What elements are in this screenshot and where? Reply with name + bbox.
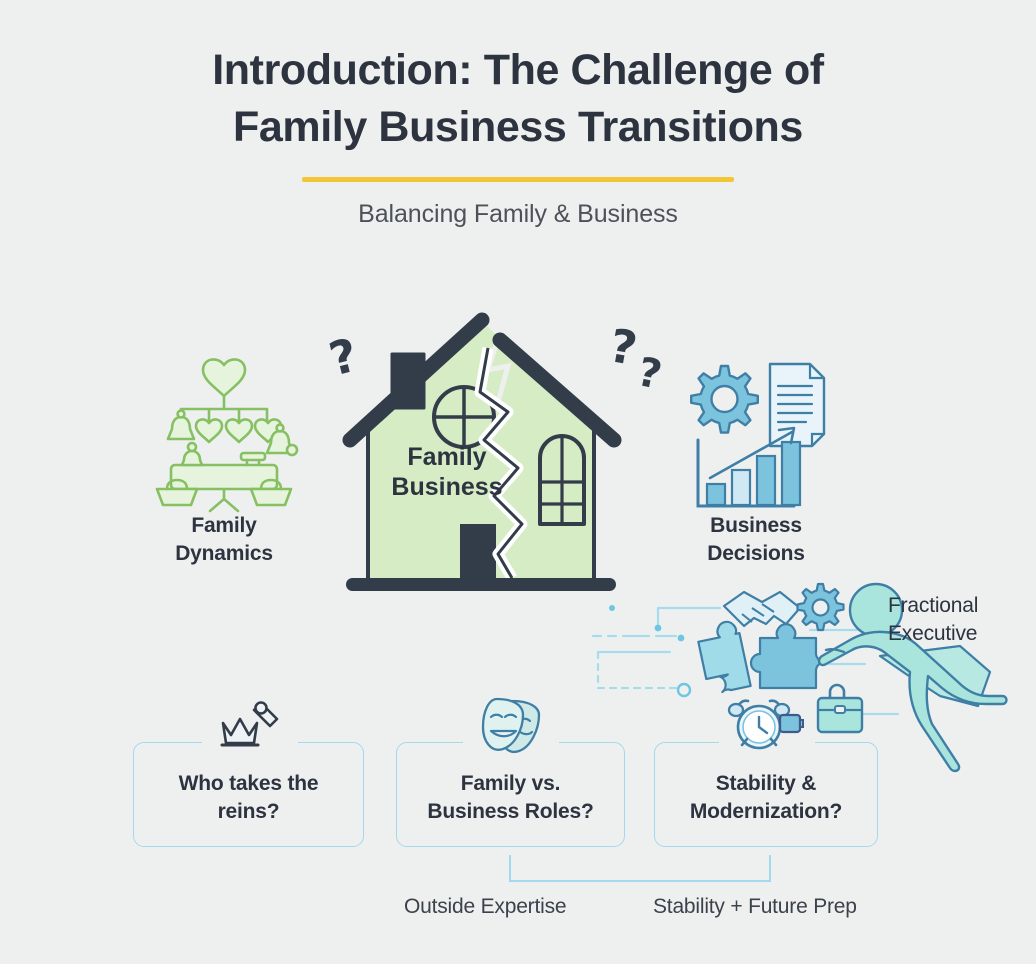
fractional-label-line-1: Fractional <box>888 594 979 617</box>
question-box-label: Who takes the reins? <box>169 770 329 825</box>
question-box-label-line-2: Business Roles? <box>427 799 594 823</box>
question-box-label-line-1: Family vs. <box>460 771 561 795</box>
question-box-label-line-2: Modernization? <box>689 799 843 823</box>
superhero-figure-icon <box>817 582 1008 773</box>
pillar-label-line-2: Dynamics <box>175 541 273 565</box>
page-title-line-2: Family Business Transitions <box>233 103 803 152</box>
page-title-line-1: Introduction: The Challenge of <box>212 46 824 94</box>
pillar-family-dynamics-label: Family Dynamics <box>124 512 324 568</box>
footer-caption-outside-expertise: Outside Expertise <box>404 895 567 918</box>
family-tree-hearts-table-icon <box>124 352 324 513</box>
gear-document-bar-chart-icon <box>656 352 856 512</box>
handshake-icon <box>722 590 802 628</box>
question-box-succession[interactable]: Who takes the reins? <box>133 701 364 847</box>
question-box-modernization[interactable]: Stability & Modernization? <box>654 699 878 847</box>
cracked-house-illustration: ? ? ? <box>312 292 668 598</box>
page-subtitle: Balancing Family & Business <box>358 200 678 229</box>
fractional-executive-illustration: Fractional Executive <box>588 578 1036 773</box>
alarm-clock-battery-icon <box>727 699 804 753</box>
fractional-label-line-2: Executive <box>888 622 978 646</box>
footer-connector-bracket <box>380 855 920 895</box>
question-box-label: Stability & Modernization? <box>680 770 852 825</box>
pillar-label-line-2: Decisions <box>707 541 805 565</box>
footer-caption-stability-future-prep: Stability + Future Prep <box>653 895 857 918</box>
question-box-label-line-1: Stability & <box>715 771 817 795</box>
briefcase-icon <box>816 683 864 734</box>
document-icon <box>768 362 826 448</box>
puzzle-piece-icon <box>749 623 827 690</box>
gear-icon <box>690 364 759 434</box>
page-title: Introduction: The Challenge of Family Bu… <box>0 42 1036 156</box>
title-accent-rule <box>302 177 734 183</box>
question-box-label-line-2: reins? <box>217 799 280 823</box>
pillar-label-line-1: Business <box>710 514 802 537</box>
pillar-business-decisions-label: Business Decisions <box>656 512 856 568</box>
pillar-family-dynamics: Family Dynamics <box>124 352 324 568</box>
pillar-label-line-1: Family <box>191 514 257 537</box>
question-box-label: Family vs. Business Roles? <box>417 770 603 825</box>
header: Introduction: The Challenge of Family Bu… <box>0 42 1036 229</box>
bar-chart-icon <box>696 426 802 508</box>
puzzle-piece-icon <box>697 620 752 694</box>
gear-icon <box>796 582 845 632</box>
theater-masks-icon <box>473 697 549 754</box>
fractional-executive-label: Fractional Executive <box>888 592 1036 649</box>
question-box-label-line-1: Who takes the <box>178 771 319 795</box>
question-box-roles[interactable]: Family vs. Business Roles? <box>396 697 625 847</box>
pillar-business-decisions: Business Decisions <box>656 352 856 568</box>
crown-scepter-icon <box>211 699 287 753</box>
